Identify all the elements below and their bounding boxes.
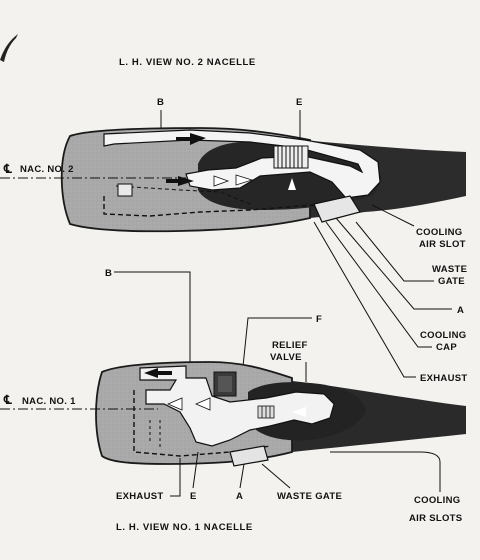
top-dashed-pipe bbox=[103, 196, 331, 217]
bottom-waste-gate-label: WASTE GATE bbox=[277, 491, 342, 502]
bottom-leader-f bbox=[241, 317, 312, 377]
top-label-a: A bbox=[457, 305, 464, 316]
bottom-relief-valve-line1: RELIEF bbox=[272, 340, 308, 351]
top-cooler-block bbox=[117, 183, 133, 197]
bottom-waste-gate-box bbox=[229, 445, 269, 467]
top-centerline-symbol: ℄ bbox=[3, 162, 12, 176]
bottom-duct bbox=[139, 365, 335, 447]
top-leader-cooling-slot bbox=[371, 204, 415, 227]
bottom-nacelle: ℄ NAC. NO. 1 bbox=[0, 361, 466, 467]
top-exhaust-label: EXHAUST bbox=[420, 373, 468, 384]
bottom-leader-waste-gate bbox=[261, 463, 291, 489]
top-centerline-label: NAC. NO. 2 bbox=[20, 164, 74, 175]
bottom-cooling-air-slots-line2: AIR SLOTS bbox=[409, 513, 462, 524]
bottom-radiator bbox=[257, 405, 275, 419]
bottom-leader-a bbox=[239, 463, 245, 489]
top-flow-arrow-3 bbox=[213, 175, 230, 187]
bottom-flow-arrow-3 bbox=[194, 397, 211, 411]
top-cooling-air-slot-line2: AIR SLOT bbox=[419, 239, 466, 250]
top-waste-gate-box bbox=[313, 195, 361, 223]
bottom-flow-arrow-1 bbox=[144, 368, 172, 378]
top-label-b: B bbox=[157, 97, 164, 108]
top-waste-gate-line1: WASTE bbox=[432, 264, 467, 275]
bottom-cooling-air-slots-line1: COOLING bbox=[414, 495, 460, 506]
page-corner-mark bbox=[0, 34, 18, 62]
top-dashed-pipe-2 bbox=[115, 185, 251, 205]
top-leader-a bbox=[335, 217, 452, 310]
bottom-relief-valve-core bbox=[218, 376, 232, 392]
top-nacelle: ℄ NAC. NO. 2 bbox=[0, 127, 466, 233]
top-leader-exhaust bbox=[313, 221, 416, 378]
top-inner-chamber bbox=[198, 141, 381, 210]
top-duct bbox=[103, 129, 381, 199]
bottom-leader-e bbox=[192, 451, 199, 489]
bottom-leader-exhaust bbox=[170, 458, 181, 497]
top-label-e: E bbox=[296, 97, 303, 108]
top-flow-arrow-2 bbox=[166, 176, 194, 186]
top-diagram-title: L. H. VIEW NO. 2 NACELLE bbox=[119, 57, 256, 68]
top-cooling-air-slot-line1: COOLING bbox=[416, 227, 462, 238]
top-cooling-cap-line2: CAP bbox=[436, 342, 457, 353]
bottom-label-b: B bbox=[105, 268, 112, 279]
top-flow-arrow-1 bbox=[176, 133, 206, 145]
bottom-flow-arrow-2 bbox=[166, 397, 183, 411]
top-flow-arrow-4 bbox=[235, 174, 254, 186]
bottom-dashed-pipe-2 bbox=[149, 420, 161, 448]
bottom-exhaust-label: EXHAUST bbox=[116, 491, 164, 502]
bottom-label-e: E bbox=[190, 491, 197, 502]
bottom-relief-valve-line2: VALVE bbox=[270, 352, 302, 363]
bottom-leader-b bbox=[114, 271, 191, 366]
bottom-label-a: A bbox=[236, 491, 243, 502]
top-flow-arrow-5 bbox=[288, 178, 296, 190]
bottom-diagram-title: L. H. VIEW NO. 1 NACELLE bbox=[116, 522, 253, 533]
bottom-centerline-symbol: ℄ bbox=[3, 393, 12, 407]
bottom-flow-arrow-4 bbox=[292, 407, 306, 417]
top-leader-waste-gate bbox=[355, 221, 434, 282]
bottom-centerline-label: NAC. NO. 1 bbox=[22, 396, 76, 407]
top-radiator bbox=[273, 145, 309, 169]
top-leader-cooling-cap bbox=[325, 221, 432, 348]
bottom-label-f: F bbox=[316, 314, 322, 325]
top-cooling-cap-line1: COOLING bbox=[420, 330, 466, 341]
top-waste-gate-line2: GATE bbox=[438, 276, 465, 287]
bottom-leader-cooling-slots bbox=[330, 451, 441, 492]
